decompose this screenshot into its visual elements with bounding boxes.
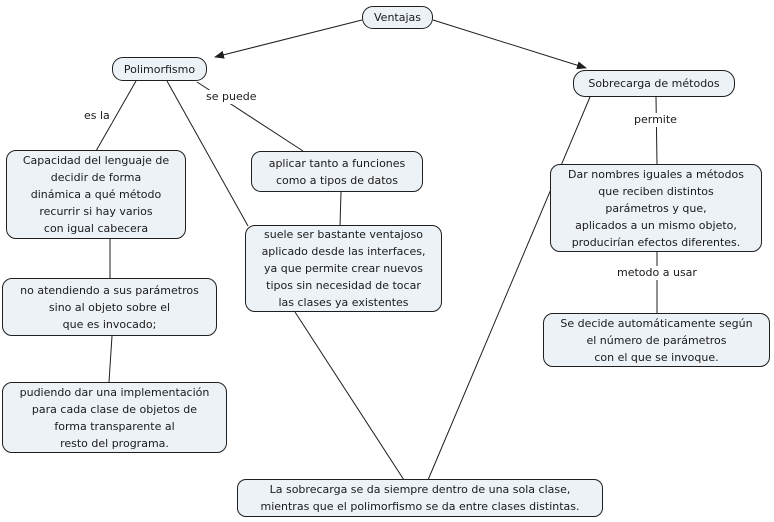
link-label-se-puede[interactable]: se puede bbox=[204, 90, 259, 104]
node-no-atendiendo-parametros[interactable]: no atendiendo a sus parámetros sino al o… bbox=[2, 278, 217, 336]
node-aplicar-funciones-datos[interactable]: aplicar tanto a funciones como a tipos d… bbox=[251, 151, 423, 192]
link-label-permite[interactable]: permite bbox=[632, 113, 679, 127]
edge-ventajas-polimorfismo bbox=[214, 19, 363, 59]
node-pudiendo-dar-implementacion[interactable]: pudiendo dar una implementación para cad… bbox=[2, 382, 227, 453]
node-conclusion-sobrecarga-polimorfismo[interactable]: La sobrecarga se da siempre dentro de un… bbox=[237, 479, 603, 517]
edge-sobrecarga-conclusion bbox=[427, 96, 591, 481]
edge-polimorfismo-capacidad bbox=[95, 80, 137, 152]
edge-ventajas-sobrecarga bbox=[432, 19, 587, 70]
edge-polimorfismo-suele bbox=[166, 80, 249, 227]
node-dar-nombres-iguales[interactable]: Dar nombres iguales a métodos que recibe… bbox=[550, 164, 762, 252]
node-sobrecarga-de-metodos[interactable]: Sobrecarga de métodos bbox=[573, 70, 735, 97]
edge-no-atendiendo-pudiendo bbox=[108, 335, 113, 383]
edge-suele-conclusion bbox=[294, 311, 405, 481]
edge-sobrecarga-dar-nombres bbox=[655, 96, 658, 165]
link-label-es-la[interactable]: es la bbox=[82, 109, 112, 123]
link-label-metodo-a-usar[interactable]: metodo a usar bbox=[615, 266, 699, 280]
node-se-decide-automaticamente[interactable]: Se decide automáticamente según el númer… bbox=[543, 313, 770, 367]
node-capacidad-del-lenguaje[interactable]: Capacidad del lenguaje de decidir de for… bbox=[6, 150, 186, 239]
edge-aplicar-suele bbox=[339, 191, 342, 227]
node-polimorfismo[interactable]: Polimorfismo bbox=[112, 57, 207, 81]
node-ventajas[interactable]: Ventajas bbox=[362, 6, 433, 29]
node-suele-ser-ventajoso[interactable]: suele ser bastante ventajoso aplicado de… bbox=[245, 225, 442, 312]
